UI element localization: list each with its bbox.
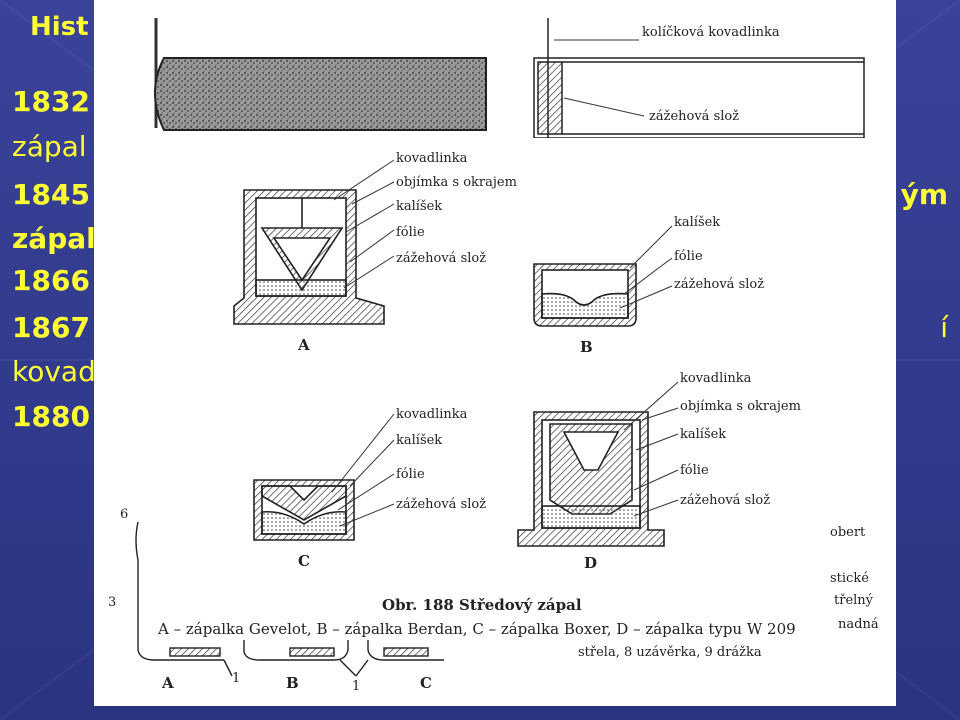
left-line-3: 1845: [12, 178, 90, 211]
right-fragment-1: ým: [900, 178, 948, 211]
label-b-folie: fólie: [674, 249, 703, 264]
label-c-kovadlinka: kovadlinka: [396, 407, 468, 422]
right-fragment-2: í: [940, 311, 948, 344]
figure-caption-text: A – zápalka Gevelot, B – zápalka Berdan,…: [157, 620, 796, 638]
label-d-kalisek: kalíšek: [680, 427, 726, 442]
label-a-folie: fólie: [396, 225, 425, 240]
side-fragment-1: obert: [830, 525, 866, 540]
side-fragment-2: stické: [830, 571, 869, 586]
label-c-folie: fólie: [396, 467, 425, 482]
label-a-objimka: objímka s okrajem: [396, 175, 517, 190]
letter-b: B: [580, 338, 593, 356]
number-3: 3: [108, 595, 116, 610]
left-line-2: zápal: [12, 130, 87, 163]
label-b-zazehova: zážehová slož: [674, 277, 764, 292]
side-fragment-3: třelný: [834, 593, 874, 608]
number-1-left: 1: [232, 671, 240, 686]
bottom-letter-c: C: [420, 674, 432, 692]
label-a-zazehova: zážehová slož: [396, 251, 486, 266]
bottom-letter-b: B: [286, 674, 299, 692]
label-c-zazehova: zážehová slož: [396, 497, 486, 512]
slide-title: Hist: [30, 12, 89, 42]
bottom-partial-drawings: [135, 521, 444, 677]
label-b-kalisek: kalíšek: [674, 215, 720, 230]
letter-a: A: [297, 336, 310, 354]
cylinder-drawing: [154, 18, 487, 131]
label-d-zazehova: zážehová slož: [680, 493, 770, 508]
left-line-4: zápal: [12, 222, 96, 255]
bottom-letter-a: A: [161, 674, 174, 692]
label-d-folie: fólie: [680, 463, 709, 478]
label-zazehova-top: zážehová slož: [649, 109, 739, 124]
primer-d-drawing: [517, 411, 665, 547]
primer-c-drawing: [253, 479, 355, 541]
letter-d: D: [584, 554, 597, 572]
left-line-5: 1866: [12, 264, 90, 297]
left-line-6: 1867: [12, 311, 90, 344]
primer-b-drawing: [533, 263, 637, 327]
letter-c: C: [298, 552, 310, 570]
number-6: 6: [120, 507, 128, 522]
label-kolickova: kolíčková kovadlinka: [642, 25, 780, 40]
primer-figure: kolíčková kovadlinka zážehová slož A: [94, 0, 896, 706]
side-fragment-4: nadná: [838, 617, 879, 632]
figure-caption-title: Obr. 188 Středový zápal: [382, 596, 582, 614]
label-a-kovadlinka: kovadlinka: [396, 151, 468, 166]
primer-a-drawing: [233, 189, 385, 325]
side-fragment-5: střela, 8 uzávěrka, 9 drážka: [578, 645, 762, 660]
label-a-kalisek: kalíšek: [396, 199, 442, 214]
left-line-8: 1880: [12, 400, 90, 433]
left-line-7: kovad: [12, 355, 96, 388]
number-1-right: 1: [352, 679, 360, 694]
label-d-objimka: objímka s okrajem: [680, 399, 801, 414]
left-line-1: 1832: [12, 85, 90, 118]
label-d-kovadlinka: kovadlinka: [680, 371, 752, 386]
label-c-kalisek: kalíšek: [396, 433, 442, 448]
